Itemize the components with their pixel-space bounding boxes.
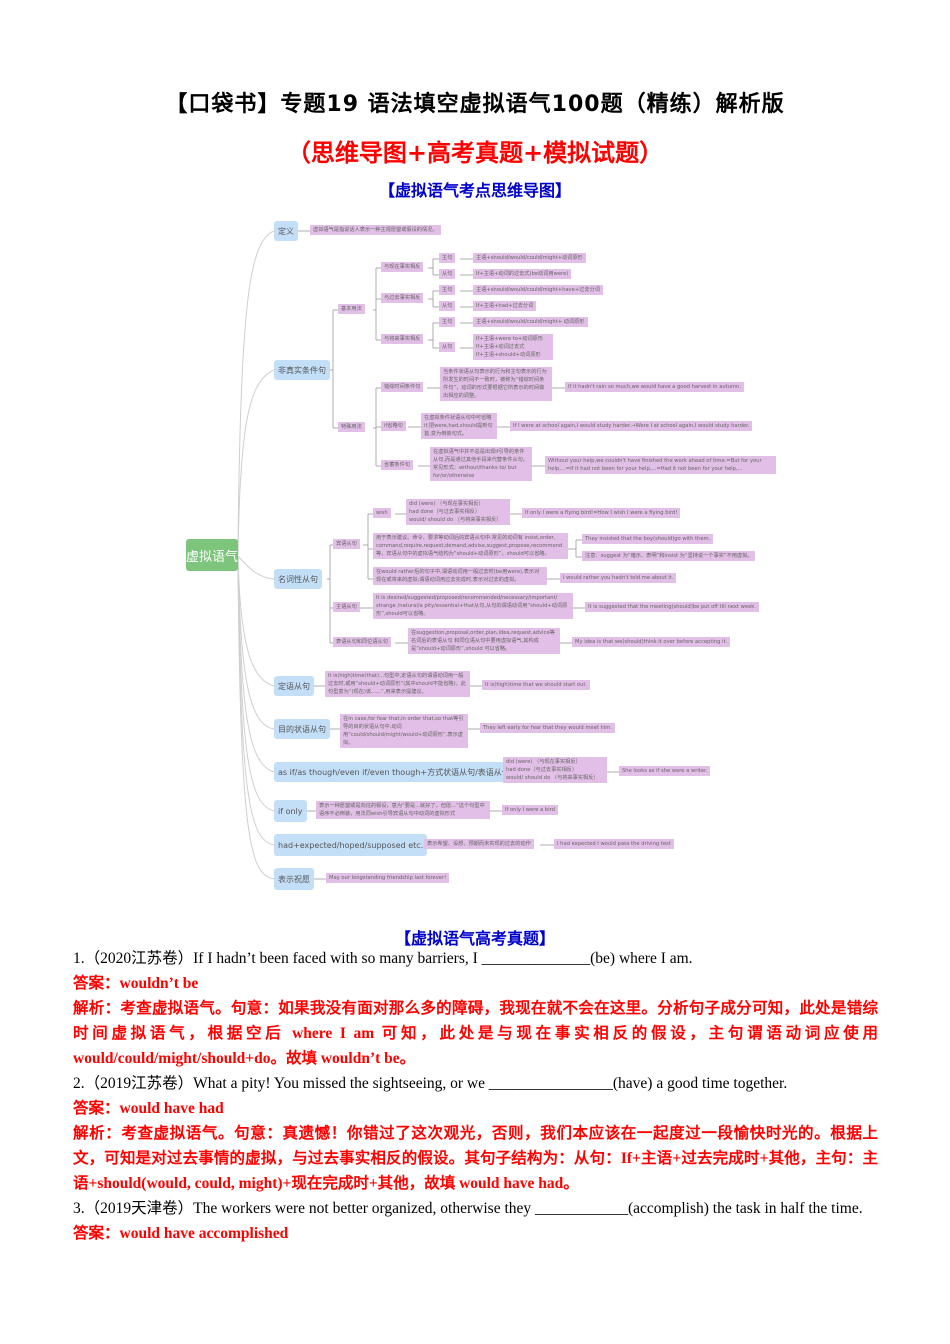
leaf-future-sub: If+主语+were to+动词原形 If+主语+动词过去式 If+主语+sho… — [473, 334, 553, 360]
leaf-subject-desc: It is desired/suggested/proposed/recomme… — [373, 593, 573, 619]
answer-text: 答案：would have accomplished — [73, 1225, 289, 1242]
wish-form-line: did (were) （与现在事实相反） — [409, 501, 484, 507]
root-node[interactable]: 虚拟语气 — [186, 539, 238, 571]
wish-form-line: would/ should do （与将来事实相反） — [409, 517, 502, 523]
wish-form-line: had done（与过去事实相反） — [409, 509, 481, 515]
leaf-past-sub: If+主语+had+过去分词 — [473, 301, 537, 311]
as-if-form-line: would/ should do （与将来事实相反） — [506, 775, 599, 781]
leaf-omit-if-example: If I were at school again,I would study … — [510, 421, 753, 431]
as-if-form-line: did (were) （与现在事实相反） — [506, 759, 581, 765]
node-if-only[interactable]: if only — [274, 800, 307, 822]
future-sub-line: If+主语+动词过去式 — [476, 344, 525, 350]
leaf-present-sub: If+主语+动词的过去式(be动词用were) — [473, 269, 572, 279]
leaf-wish-example: If only I were a flying bird!=How I wish… — [522, 508, 681, 518]
document-subtitle: （思维导图+高考真题+模拟试题） — [286, 139, 664, 167]
node-main-clause[interactable]: 主句 — [439, 253, 456, 263]
node-implied-conditional[interactable]: 含蓄条件句 — [381, 460, 413, 470]
leaf-if-only-example: If only I were a bird — [502, 805, 558, 815]
leaf-blessing-example: May our longstanding friendship last for… — [326, 873, 450, 883]
leaf-had-expected-desc: 表示希望、设想、预期而未实现的过去的动作 — [424, 839, 534, 849]
leaf-predicative-example: My idea is that we(should)think it over … — [572, 637, 731, 647]
leaf-as-if-forms: did (were) （与现在事实相反） had done（与过去事实相反） w… — [503, 757, 607, 783]
leaf-future-main: 主语+should/would/could/might+ 动词原形 — [473, 317, 588, 327]
node-object-clause[interactable]: 宾语从句 — [333, 539, 360, 549]
explanation-text: 解析：考查虚拟语气。句意：真遗憾！你错过了这次观光，否则，我们本应该在一起度过一… — [73, 1125, 878, 1192]
leaf-purpose-example: They left early for fear that they would… — [480, 723, 615, 733]
node-purpose-clause[interactable]: 目的状语从句 — [274, 719, 330, 739]
node-blessing[interactable]: 表示祝愿 — [274, 868, 314, 890]
node-wish[interactable]: wish — [373, 508, 391, 518]
node-subject-clause[interactable]: 主语从句 — [333, 602, 360, 612]
node-basic-usage[interactable]: 基本用法 — [338, 304, 365, 314]
question-text: 1.（2020江苏卷）If I hadn’t been faced with s… — [73, 950, 693, 967]
node-as-if[interactable]: as if/as though/even if/even though+方式状语… — [274, 762, 514, 782]
node-mixed-time[interactable]: 错综时间条件句 — [381, 382, 424, 392]
question-block: 1.（2020江苏卷）If I hadn’t been faced with s… — [73, 946, 878, 1246]
node-predicative-clause[interactable]: 表语从句和同位语从句 — [333, 637, 391, 647]
question-text: 3.（2019天津卷）The workers were not better o… — [73, 1200, 863, 1217]
leaf-implied-desc: 在虚拟语气中并不总是出现if引导的条件从句,而是通过其他手段来代替条件从句。常见… — [430, 447, 532, 481]
leaf-purpose-desc: 在in case,for fear that,in order that,so … — [340, 714, 468, 748]
node-omit-if[interactable]: if省略句 — [381, 421, 406, 431]
leaf-attributive-example: It is(high)time that we should start out… — [482, 680, 591, 690]
future-sub-line: If+主语+should+动词原形 — [476, 352, 541, 358]
leaf-suggest-note: 注意：suggest 为“暗示、表明”和insist 为“坚持说一个事实”不用虚… — [582, 551, 756, 561]
node-special-usage[interactable]: 特殊用法 — [338, 422, 365, 432]
leaf-present-main: 主语+should/would/could/might+动词原形 — [473, 253, 586, 263]
document-title: 【口袋书】专题19 语法填空虚拟语气100题（精练）解析版 — [165, 92, 785, 117]
node-contrary-present[interactable]: 与现在事实相反 — [381, 262, 424, 272]
leaf-mixed-example: If it hadn't rain so much,we would have … — [565, 382, 744, 392]
node-contrary-future[interactable]: 与将来事实相反 — [381, 334, 424, 344]
node-unreal-conditional[interactable]: 非真实条件句 — [274, 360, 330, 380]
leaf-wish-forms: did (were) （与现在事实相反） had done（与过去事实相反） w… — [406, 499, 510, 525]
node-sub-clause[interactable]: 从句 — [439, 342, 456, 352]
connector-lines — [237, 230, 619, 880]
exam-heading: 【虚拟语气高考真题】 — [394, 929, 555, 948]
explanation-text: 解析：考查虚拟语气。句意：如果我没有面对那么多的障碍，我现在就不会在这里。分析句… — [73, 1000, 878, 1067]
leaf-would-rather-example: I would rather you hadn't told me about … — [560, 573, 677, 583]
answer-text: 答案：would have had — [73, 1100, 224, 1117]
node-contrary-past[interactable]: 与过去事实相反 — [381, 293, 424, 303]
node-main-clause[interactable]: 主句 — [439, 285, 456, 295]
leaf-as-if-example: She looks as if she were a writer. — [619, 766, 711, 776]
node-had-expected[interactable]: had+expected/hoped/supposed etc. — [274, 834, 428, 856]
node-attributive-clause[interactable]: 定语从句 — [274, 676, 314, 696]
mindmap-heading: 【虚拟语气考点思维导图】 — [378, 181, 571, 200]
leaf-implied-example: Without your help,we couldn't have finis… — [545, 456, 776, 474]
future-sub-line: If+主语+were to+动词原形 — [476, 336, 544, 342]
leaf-past-main: 主语+should/would/could/might+have+过去分词 — [473, 285, 603, 295]
node-sub-clause[interactable]: 从句 — [439, 269, 456, 279]
leaf-mixed-desc: 当条件状语从句表示的行为和主句表示的行为所发生的时间不一致时，被称为“错综时间条… — [440, 367, 552, 401]
node-main-clause[interactable]: 主句 — [439, 317, 456, 327]
leaf-subject-example: It is suggested that the meeting(should)… — [585, 602, 759, 612]
leaf-definition-text: 虚拟语气是指说话人表示一种主观愿望或假设的情况。 — [310, 225, 441, 235]
question-text: 2.（2019江苏卷）What a pity! You missed the s… — [73, 1075, 788, 1092]
leaf-attributive-desc: It is(high)time(that)...句型中,定语从句的谓语动词用一般… — [325, 671, 470, 697]
leaf-omit-if-desc: 在虚拟条件状语从句中可省略if,把were,had,should提到句首,变为倒… — [421, 413, 497, 439]
as-if-form-line: had done（与过去事实相反） — [506, 767, 578, 773]
mind-map: 虚拟语气 定义 虚拟语气是指说话人表示一种主观愿望或假设的情况。 非真实条件句 … — [186, 221, 776, 890]
node-sub-clause[interactable]: 从句 — [439, 301, 456, 311]
leaf-would-rather-desc: 在would rather后的句子中,谓语动词用一般过去时(be用were),表… — [373, 567, 547, 585]
answer-text: 答案：wouldn’t be — [73, 975, 199, 992]
node-noun-clause[interactable]: 名词性从句 — [274, 569, 322, 589]
leaf-had-expected-example: I had expected I would pass the driving … — [554, 839, 674, 849]
leaf-suggest-desc: 用于表示建议、命令、要求等动词后的宾语从句中.常见的动词有 insist,ord… — [373, 533, 568, 559]
node-definition[interactable]: 定义 — [274, 221, 298, 241]
leaf-if-only-desc: 表示一种愿望或是向往的假设，意为“要是...就好了，但愿...”这个句型中语序不… — [316, 801, 490, 819]
leaf-suggest-example: They insisted that the boy(should)go wit… — [582, 534, 714, 544]
leaf-predicative-desc: 在suggestion,proposal,order,plan,idea,req… — [408, 628, 560, 654]
